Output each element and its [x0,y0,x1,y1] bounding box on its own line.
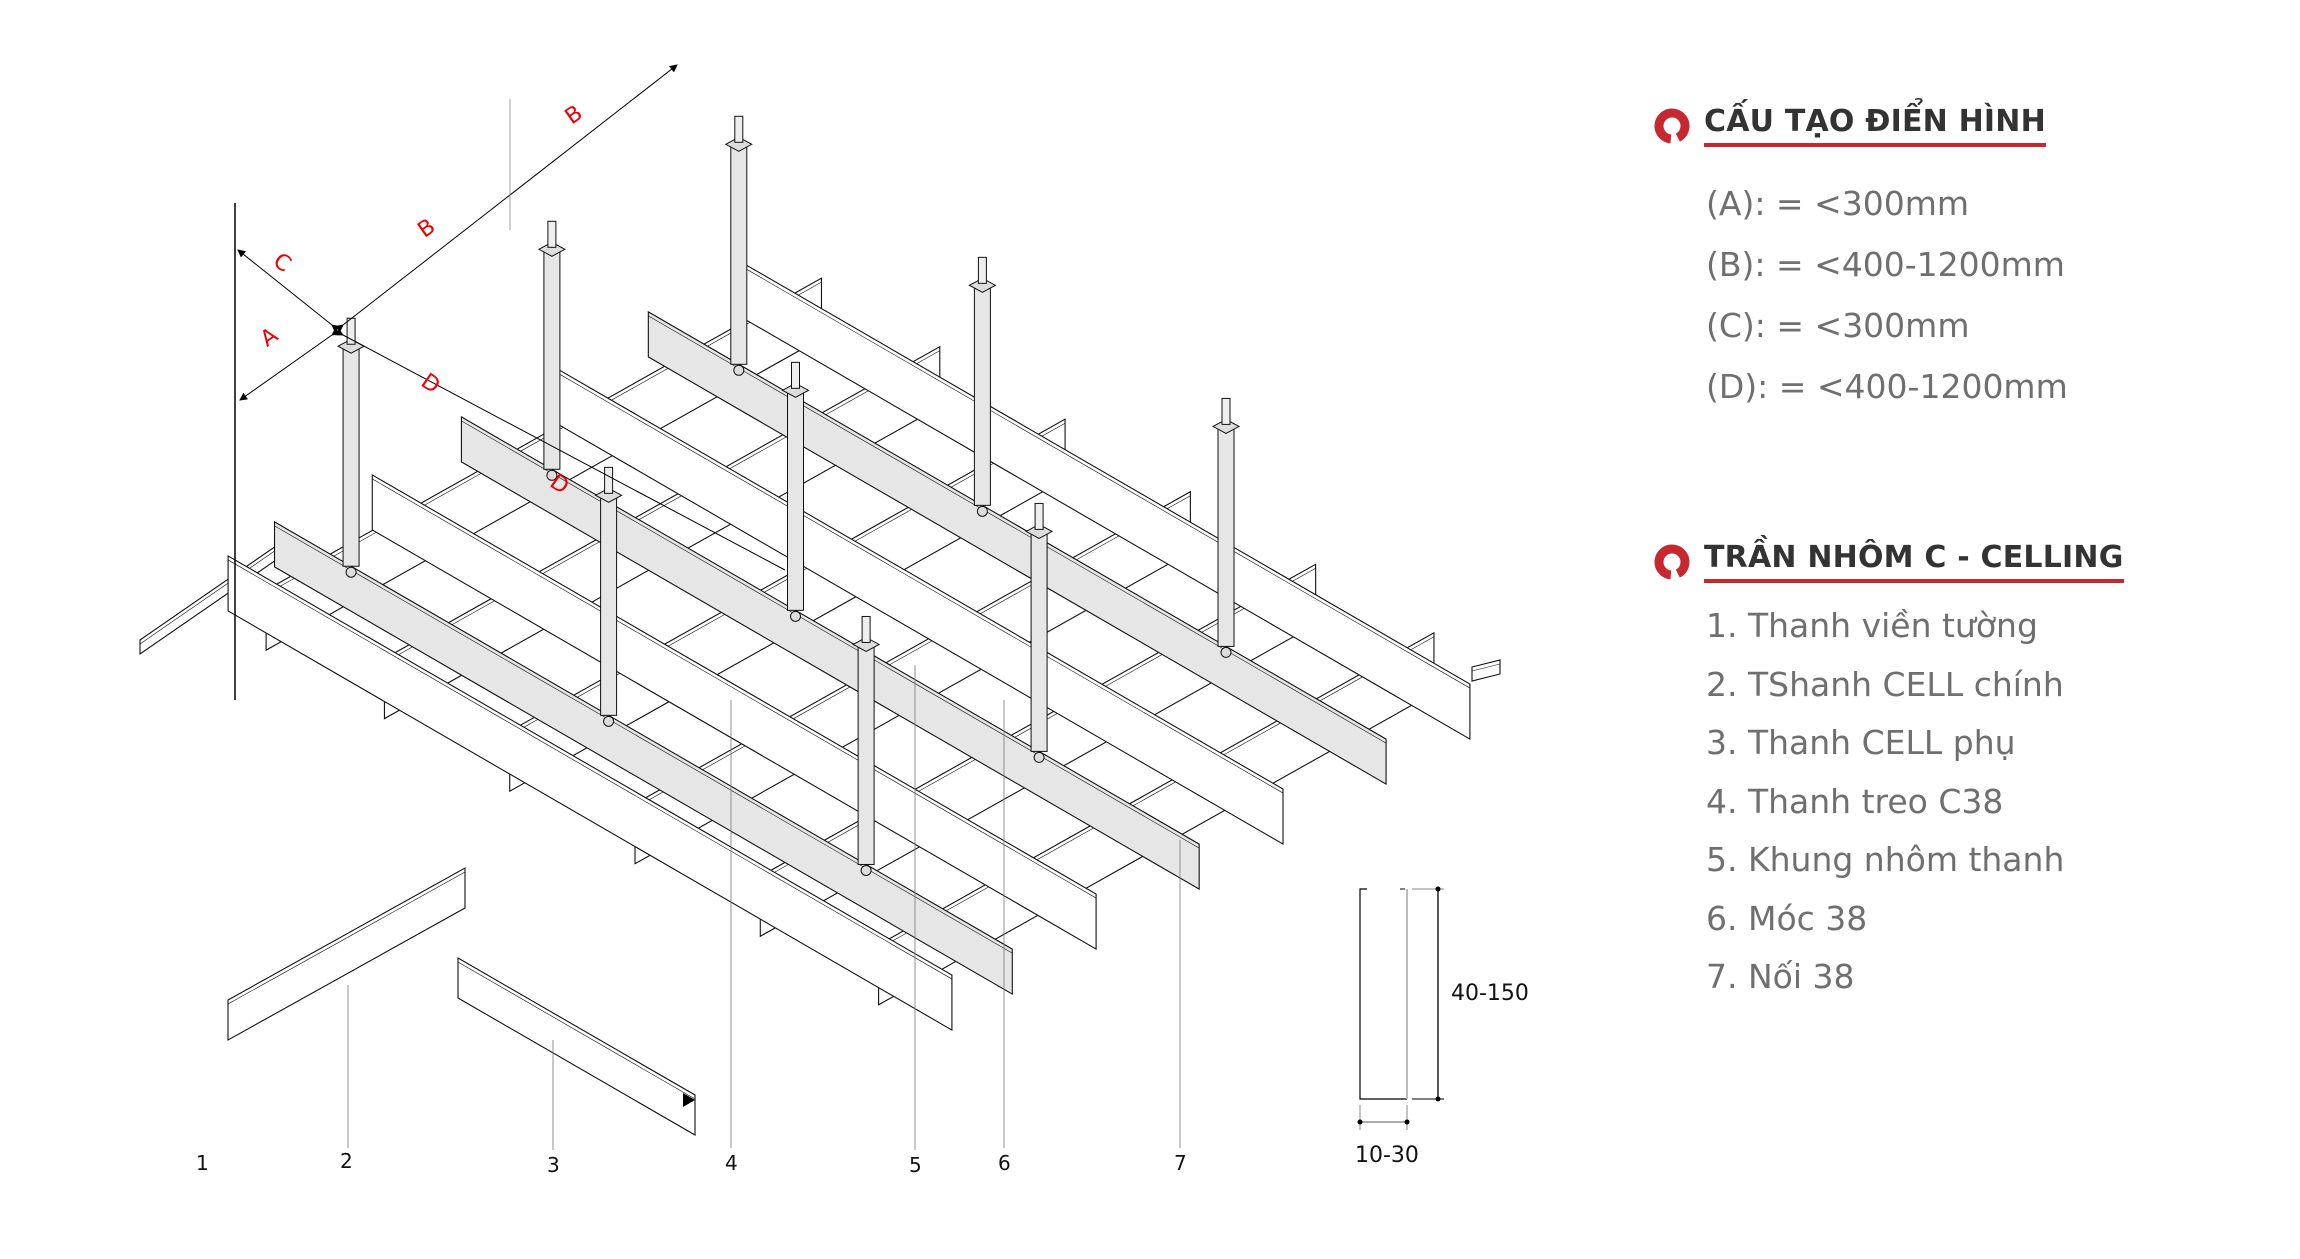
hanger-bolt [861,615,871,643]
part-number-7: 7 [1174,1151,1187,1175]
hanger-rod [600,494,618,716]
secondary-bar-edge [372,478,1097,899]
loose-parts [227,867,696,1136]
hanger-rod [543,248,561,470]
hanger-clip [860,864,872,876]
main-runner [460,415,1200,891]
dim-label-b-outer: B [561,101,588,130]
main-runner-edge [648,315,1387,744]
loose-main-cell-bar-edge [227,871,466,1005]
profile-height-label: 40-150 [1451,981,1529,1006]
component-item-1: 1. Thanh viền tường [1706,606,2038,645]
profile-width-label: 10-30 [1355,1143,1419,1168]
hanger-bolt [547,220,557,248]
loose-sub-cell-bar [457,957,696,1136]
profile-section: 40-150 10-30 [1355,886,1529,1168]
main-runner [647,310,1387,786]
brand-ring-icon [1654,108,1690,143]
hanger-clip [976,505,988,517]
dim-label-c: C [268,248,295,277]
component-item-7: 7. Nối 38 [1706,957,1855,996]
cross-tee-edge [384,350,940,663]
hanger-rod [1030,530,1048,752]
part-leader-lines [347,665,1181,1150]
hanger-bolt [1034,502,1044,530]
hanger-clip [790,610,801,622]
hanger-rod [342,345,360,567]
hanger-clip [345,566,357,578]
dim-label-b-inner: B [414,214,441,243]
hanger-rod [787,389,804,611]
hanger-clip [733,364,745,376]
secondary-bar-edge [559,373,1284,794]
section-components: TRẦN NHÔM C - CELLING 1. Thanh viền tườn… [1652,540,2124,1007]
component-item-5: 5. Khung nhôm thanh [1706,840,2065,879]
main-runner-edge [274,525,1013,954]
component-item-3: 3. Thanh CELL phụ [1706,723,2016,762]
hanger-rod [730,143,748,365]
section-title: TRẦN NHÔM C - CELLING [1704,540,2124,583]
wall-trim [1471,659,1501,682]
main-runner-edge [461,420,1200,849]
hanger-bolt [791,361,800,389]
part-numbers: 1 2 3 4 5 6 7 [196,1149,1187,1177]
part-number-5: 5 [909,1153,922,1177]
brand-ring-icon [1654,544,1690,579]
section-title: CẤU TẠO ĐIỂN HÌNH [1704,104,2046,147]
component-item-6: 6. Móc 38 [1706,898,1868,938]
wall-trim-edge [1471,663,1501,672]
dim-label-d-inner: D [416,369,444,399]
hanger-bolt [604,466,614,494]
section-typical-structure: CẤU TẠO ĐIỂN HÌNH (A): = <300mm (B): = <… [1652,104,2068,417]
cross-tee-edge [878,636,1435,950]
spec-item-b: (B): = <400-1200mm [1706,245,2065,284]
part-number-6: 6 [998,1151,1011,1175]
secondary-bar [227,554,953,1032]
part-number-4: 4 [725,1151,738,1175]
hanger-rod [973,284,991,506]
spec-item-c: (C): = <300mm [1706,306,1970,345]
hanger-bolt [1221,397,1231,425]
hanger-clip [546,469,558,481]
part-number-1: 1 [196,1151,209,1175]
hanger-clip [1033,751,1045,763]
ceiling-isometric-diagram: C A B B D D 40-150 10-30 1 2 3 4 5 6 7 [139,64,1529,1177]
wall-trim-edge [139,543,285,645]
component-item-2: 2. TShanh CELL chính [1706,664,2064,704]
hanger-clip [1220,646,1232,658]
spec-item-d: (D): = <400-1200mm [1706,367,2068,406]
secondary-bar-edge [227,559,953,980]
hanger-bolt [977,256,987,284]
hanger-rod [857,643,875,865]
secondary-bar-edge [745,268,1471,689]
cross-tee-edge [634,495,1191,809]
part-number-3: 3 [547,1153,560,1177]
spec-item-a: (A): = <300mm [1706,184,1970,223]
hanger-rods [337,115,1241,876]
component-item-4: 4. Thanh treo C38 [1706,781,2004,821]
connector-tab-icon [683,1093,695,1107]
hanger-bolt [734,115,744,143]
loose-sub-cell-bar-edge [457,961,696,1100]
loose-main-cell-bar [227,867,466,1041]
hanger-rod [1217,425,1235,647]
part-number-2: 2 [340,1149,353,1173]
hanger-clip [603,715,615,727]
dim-label-a: A [256,323,283,352]
main-runner [273,520,1013,996]
